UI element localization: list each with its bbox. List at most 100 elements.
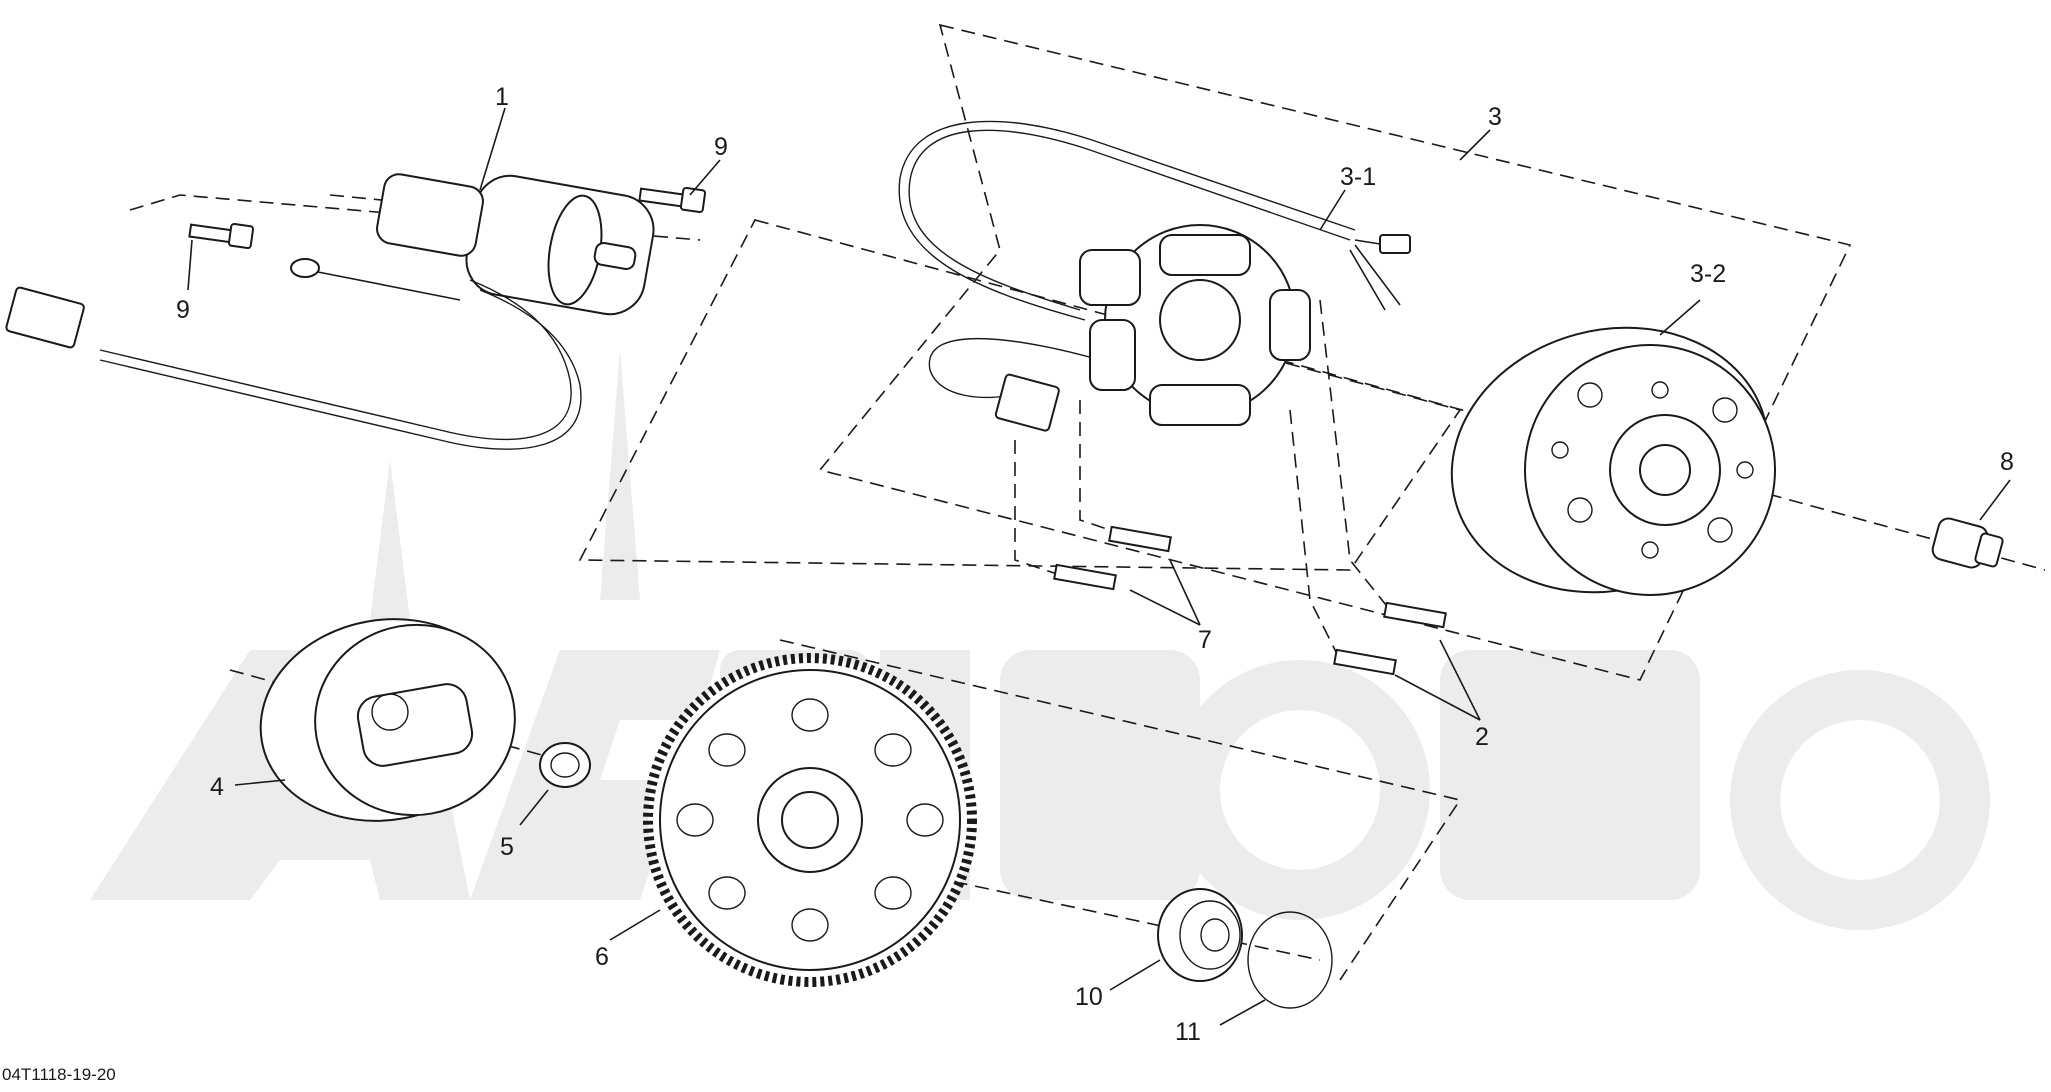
rotor-hole-1 (1577, 382, 1603, 408)
callout-3-1: 3-1 (1340, 163, 1376, 191)
callout-3-2: 3-2 (1690, 260, 1726, 288)
leader-6 (609, 909, 661, 941)
bearing-outer (1157, 888, 1243, 982)
starter-gear (643, 653, 977, 987)
cable-ring-terminal (290, 258, 320, 278)
callout-4: 4 (210, 773, 224, 801)
callout-3: 3 (1488, 103, 1502, 131)
clutch-spline (371, 693, 409, 731)
gear-hole-6 (708, 876, 746, 910)
rotor-hole-4 (1736, 461, 1754, 479)
leader-10 (1109, 959, 1161, 991)
wire-to-plug (1354, 239, 1381, 245)
watermark-wheel-hub-right (1780, 720, 1940, 880)
rotor-hole-6 (1641, 541, 1659, 559)
watermark-letter-m2 (1440, 650, 1700, 900)
gear-hole-7 (676, 803, 714, 837)
wire-connector-plug (1379, 234, 1411, 254)
stator-bore (1159, 279, 1241, 361)
stator-pole-top-left (1079, 249, 1141, 306)
drawing-code: 04T1118-19-20 (2, 1065, 116, 1084)
gear-bore (781, 791, 839, 849)
rotor-nut (1931, 517, 2004, 569)
leader-5 (519, 789, 549, 826)
bearing (1157, 888, 1243, 982)
leader-4 (234, 779, 286, 786)
screw-7a (1053, 563, 1117, 591)
stator-pole-top (1159, 234, 1251, 276)
leader-lines (187, 107, 2011, 1026)
callout-labels: 1 9 9 3 3-1 3-2 8 7 2 4 5 6 10 11 (176, 83, 2014, 1046)
callout-6: 6 (595, 943, 609, 971)
rotor-hole-3 (1712, 397, 1738, 423)
callout-1: 1 (495, 83, 509, 111)
gear-hole-4 (874, 876, 912, 910)
ring-terminal-lead (317, 271, 461, 301)
starter-motor-cable (99, 279, 572, 440)
bolts-9 (188, 186, 707, 250)
watermark-spire (600, 350, 640, 600)
screw-guide-7a (1014, 440, 1061, 576)
leader-7b (1129, 589, 1201, 626)
callout-9-left: 9 (176, 296, 190, 324)
leader-11 (1219, 999, 1266, 1026)
starter-motor-shaft (593, 241, 637, 271)
spacer-outer (539, 742, 591, 788)
stator-pole-right (1269, 289, 1311, 361)
stator-assembly-boundary (818, 23, 1852, 681)
gear-hole-5 (791, 908, 829, 942)
bearing-race (1179, 900, 1241, 970)
spacer-inner (550, 752, 580, 778)
callout-10: 10 (1075, 983, 1103, 1011)
watermark-letter-m (1000, 650, 1200, 900)
callout-2: 2 (1475, 723, 1489, 751)
circlip (1247, 911, 1333, 1009)
callout-11: 11 (1175, 1018, 1201, 1046)
watermark-wheel-hub-left (1220, 710, 1380, 870)
stator (898, 120, 1411, 432)
rotor-hole-7 (1567, 497, 1593, 523)
gear-boundary (779, 639, 1462, 981)
rotor-hole-2 (1651, 381, 1669, 399)
leader-3 (1459, 129, 1491, 161)
screw-2b (1383, 601, 1447, 629)
leader-9b (187, 239, 193, 291)
screw-guide-2b (1319, 299, 1391, 611)
stator-pole-bottom (1149, 384, 1251, 426)
screw-guide-7b (1079, 400, 1111, 531)
nut-face (1974, 532, 2004, 568)
rotor-hole-8 (1551, 441, 1569, 459)
leader-9a (689, 159, 721, 196)
stator-wire-short (928, 338, 1101, 399)
leader-3-2 (1659, 299, 1701, 336)
leader-1 (479, 107, 506, 191)
stator-pole-left (1089, 319, 1136, 391)
gear-hole-1 (791, 698, 829, 732)
rotor-hole-5 (1707, 517, 1733, 543)
screws (1014, 299, 1447, 676)
leader-8 (1979, 479, 2011, 521)
wire-lead-b (1349, 249, 1386, 311)
leader-7a (1169, 559, 1201, 626)
rotor-bore (1639, 444, 1691, 496)
circlip-ring (1247, 911, 1333, 1009)
bolt-left-head (227, 222, 255, 250)
bearing-inner (1200, 918, 1230, 952)
stator-connector (994, 373, 1060, 432)
callout-9-right: 9 (714, 133, 728, 161)
callout-7: 7 (1198, 626, 1212, 654)
callout-8: 8 (2000, 448, 2014, 476)
watermark-spire-small (370, 460, 410, 620)
gear-hole-2 (874, 733, 912, 767)
spacer-ring (539, 742, 591, 788)
starter-motor-mount (376, 173, 484, 257)
stator-wire-loop-outer (898, 120, 1356, 321)
stator-wire-loop (908, 129, 1351, 311)
wire-lead-a (1354, 244, 1401, 306)
leader-3-1 (1319, 189, 1346, 231)
starter-motor-cable-outline (99, 289, 582, 450)
clutch-housing (259, 618, 516, 822)
starter-motor (5, 173, 655, 450)
